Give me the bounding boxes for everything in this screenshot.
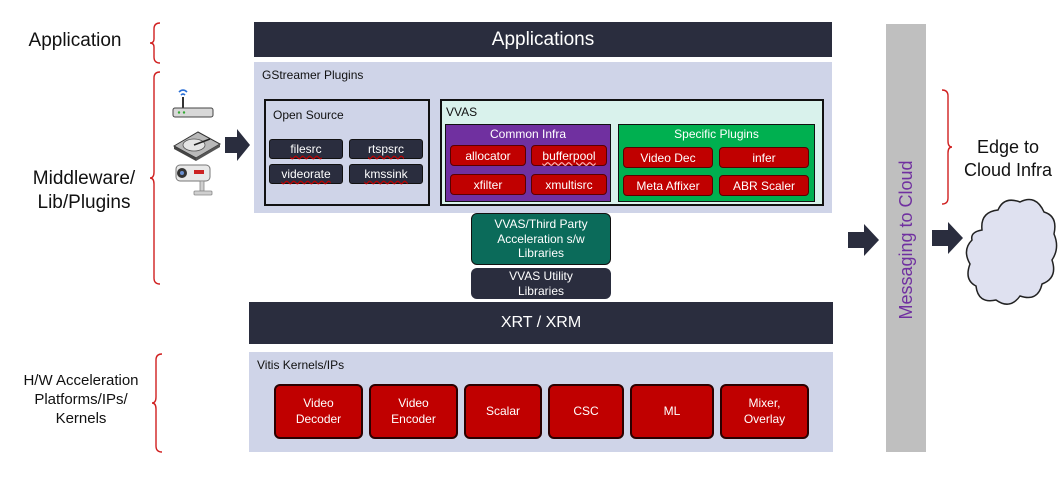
brace-middleware bbox=[149, 71, 161, 285]
wifi-router-icon bbox=[172, 89, 214, 118]
label-middleware: Middleware/ Lib/Plugins bbox=[32, 168, 136, 213]
to-cloud-arrow bbox=[932, 222, 963, 254]
label-edge-to-cloud: Edge to Cloud Infra bbox=[963, 137, 1053, 180]
kernel-video-encoder: Video Encoder bbox=[369, 384, 458, 439]
third-party-libraries: VVAS/Third Party Acceleration s/w Librar… bbox=[471, 213, 611, 265]
label-hw-acceleration: H/W Acceleration Platforms/IPs/ Kernels bbox=[23, 372, 139, 427]
security-camera-icon bbox=[175, 164, 213, 196]
common-xfilter: xfilter bbox=[450, 174, 526, 195]
kernel-csc: CSC bbox=[548, 384, 624, 439]
common-xmultisrc: xmultisrc bbox=[531, 174, 607, 195]
input-arrow bbox=[225, 129, 250, 161]
common-infra-title: Common Infra bbox=[489, 127, 567, 141]
specific-video-dec: Video Dec bbox=[623, 147, 713, 168]
cloud-icon bbox=[965, 198, 1058, 305]
open-source-title: Open Source bbox=[273, 108, 344, 122]
specific-infer: infer bbox=[719, 147, 809, 168]
specific-meta-affixer: Meta Affixer bbox=[623, 175, 713, 196]
kernel-ml: ML bbox=[630, 384, 714, 439]
specific-abr-scaler: ABR Scaler bbox=[719, 175, 809, 196]
messaging-column bbox=[886, 24, 926, 452]
brace-edge-cloud bbox=[941, 89, 953, 205]
plugin-videorate: videorate bbox=[269, 164, 343, 184]
vvas-title: VVAS bbox=[446, 105, 478, 119]
gstreamer-plugins-title: GStreamer Plugins bbox=[262, 68, 364, 82]
common-bufferpool: bufferpool bbox=[531, 145, 607, 166]
plugin-kmssink: kmssink bbox=[349, 164, 423, 184]
messaging-label: Messaging to Cloud bbox=[896, 160, 916, 320]
xrt-xrm-bar: XRT / XRM bbox=[249, 302, 833, 344]
kernel-video-decoder: Video Decoder bbox=[274, 384, 363, 439]
to-messaging-arrow bbox=[848, 224, 879, 256]
common-allocator: allocator bbox=[450, 145, 526, 166]
vitis-kernels-title: Vitis Kernels/IPs bbox=[257, 358, 345, 372]
brace-hw bbox=[151, 353, 163, 453]
hard-drive-icon bbox=[172, 131, 222, 161]
kernel-scalar: Scalar bbox=[464, 384, 542, 439]
specific-plugins-title: Specific Plugins bbox=[674, 127, 759, 141]
brace-application bbox=[149, 22, 161, 64]
plugin-filesrc: filesrc bbox=[269, 139, 343, 159]
plugin-rtspsrc: rtspsrc bbox=[349, 139, 423, 159]
applications-bar: Applications bbox=[254, 22, 832, 57]
utility-libraries: VVAS Utility Libraries bbox=[471, 268, 611, 299]
kernel-mixer-overlay: Mixer, Overlay bbox=[720, 384, 809, 439]
label-application: Application bbox=[28, 30, 122, 51]
